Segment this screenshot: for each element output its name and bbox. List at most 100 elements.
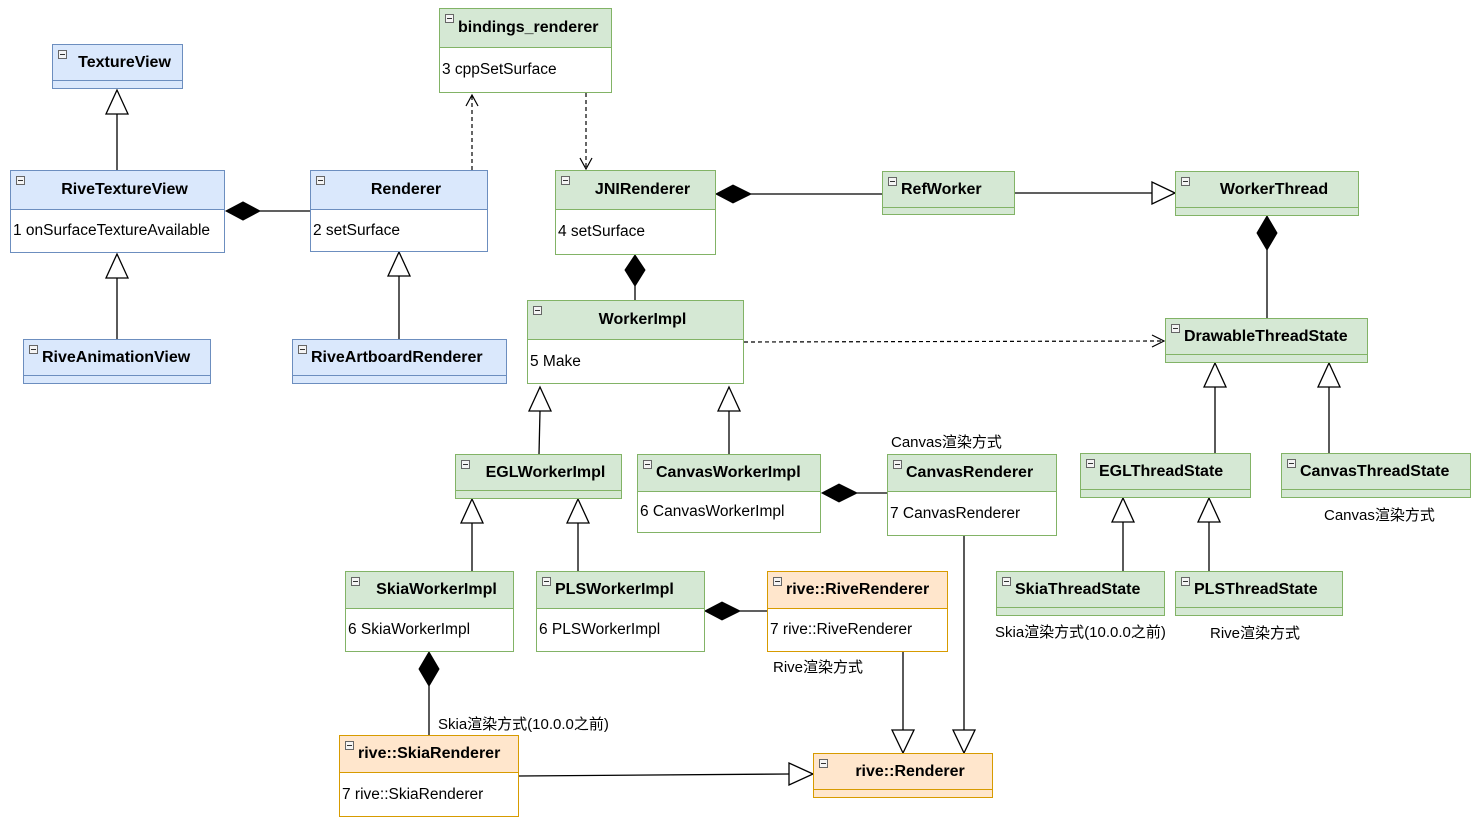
class-name: JNIRenderer (594, 180, 691, 198)
note-canvasthreadstate: Canvas渲染方式 (1324, 507, 1435, 524)
collapse-toggle-icon[interactable] (1181, 177, 1190, 186)
class-riveartboardrenderer[interactable]: RiveArtboardRenderer (292, 339, 507, 384)
class-name: WorkerImpl (598, 310, 687, 328)
collapse-toggle-icon[interactable] (888, 177, 897, 186)
collapse-toggle-icon[interactable] (819, 759, 828, 768)
triangle-drawablethreadstate-left (1202, 361, 1228, 388)
class-eglworkerimpl[interactable]: EGLWorkerImpl (455, 454, 622, 499)
class-method: 2 setSurface (311, 209, 487, 251)
class-name: PLSThreadState (1194, 580, 1318, 598)
class-plsworkerimpl[interactable]: PLSWorkerImpl 6 PLSWorkerImpl (536, 571, 705, 652)
collapse-toggle-icon[interactable] (351, 577, 360, 586)
class-canvasthreadstate[interactable]: CanvasThreadState (1281, 453, 1471, 498)
collapse-toggle-icon[interactable] (893, 460, 902, 469)
triangle-textureview (104, 88, 130, 115)
class-name: rive::SkiaRenderer (358, 744, 501, 762)
class-divider (883, 207, 1014, 208)
triangle-drawablethreadstate-right (1316, 361, 1342, 388)
class-name: CanvasRenderer (906, 463, 1034, 481)
class-name: rive::RiveRenderer (786, 580, 930, 598)
class-method: 7 rive::SkiaRenderer (340, 772, 518, 816)
collapse-toggle-icon[interactable] (58, 50, 67, 59)
class-divider (1282, 489, 1470, 490)
collapse-toggle-icon[interactable] (533, 306, 542, 315)
diamond-canvasworkerimpl (820, 483, 859, 503)
collapse-toggle-icon[interactable] (542, 577, 551, 586)
class-eglthreadstate[interactable]: EGLThreadState (1080, 453, 1251, 498)
collapse-toggle-icon[interactable] (16, 176, 25, 185)
note-skiarenderer: Skia渲染方式(10.0.0之前) (438, 716, 609, 733)
triangle-renderer (386, 250, 412, 277)
collapse-toggle-icon[interactable] (1287, 459, 1296, 468)
class-method: 5 Make (528, 339, 743, 383)
class-divider (24, 375, 210, 376)
class-workerimpl[interactable]: WorkerImpl 5 Make (527, 300, 744, 384)
collapse-toggle-icon[interactable] (773, 577, 782, 586)
class-rive-skiarenderer[interactable]: rive::SkiaRenderer 7 rive::SkiaRenderer (339, 735, 519, 817)
note-canvasrenderer: Canvas渲染方式 (891, 434, 1002, 451)
class-divider (53, 80, 182, 81)
triangle-eglworkerimpl-right (565, 497, 591, 524)
note-riverenderer: Rive渲染方式 (773, 659, 864, 676)
class-plsthreadstate[interactable]: PLSThreadState (1175, 571, 1343, 616)
triangle-workerimpl-left (527, 385, 553, 412)
triangle-workerthread (1151, 180, 1177, 206)
collapse-toggle-icon[interactable] (461, 460, 470, 469)
class-skiathreadstate[interactable]: SkiaThreadState (996, 571, 1165, 616)
collapse-toggle-icon[interactable] (345, 741, 354, 750)
collapse-toggle-icon[interactable] (445, 14, 454, 23)
collapse-toggle-icon[interactable] (561, 176, 570, 185)
class-workerthread[interactable]: WorkerThread (1175, 171, 1359, 216)
diamond-rivetextureview (224, 201, 262, 221)
triangle-riverenderer-base-mid (890, 729, 916, 755)
class-riveanimationview[interactable]: RiveAnimationView (23, 339, 211, 384)
class-refworker[interactable]: RefWorker (882, 171, 1015, 215)
class-divider (456, 490, 621, 491)
collapse-toggle-icon[interactable] (298, 345, 307, 354)
collapse-toggle-icon[interactable] (643, 460, 652, 469)
triangle-riverenderer-base-right (951, 729, 977, 755)
collapse-toggle-icon[interactable] (1086, 459, 1095, 468)
diamond-jnirenderer (714, 184, 753, 204)
class-divider (293, 375, 506, 376)
class-rive-riverenderer[interactable]: rive::RiveRenderer 7 rive::RiveRenderer (767, 571, 948, 652)
class-name: CanvasThreadState (1300, 462, 1450, 480)
collapse-toggle-icon[interactable] (29, 345, 38, 354)
class-renderer[interactable]: Renderer 2 setSurface (310, 170, 488, 252)
collapse-toggle-icon[interactable] (1181, 577, 1190, 586)
class-rivetextureview[interactable]: RiveTextureView 1 onSurfaceTextureAvaila… (10, 170, 225, 253)
class-skiaworkerimpl[interactable]: SkiaWorkerImpl 6 SkiaWorkerImpl (345, 571, 514, 652)
class-divider (1081, 489, 1250, 490)
class-name: WorkerThread (1219, 180, 1329, 198)
class-name: Renderer (370, 180, 442, 198)
class-name: RefWorker (901, 180, 982, 198)
edge-workerimpl-drawablethreadstate (743, 340, 1163, 343)
class-method: 7 CanvasRenderer (888, 491, 1056, 535)
arrowhead-to-jnirenderer (579, 157, 593, 171)
collapse-toggle-icon[interactable] (1002, 577, 1011, 586)
triangle-rivetextureview (104, 252, 130, 279)
class-method: 3 cppSetSurface (440, 47, 611, 92)
class-name: EGLWorkerImpl (485, 463, 606, 481)
collapse-toggle-icon[interactable] (1171, 324, 1180, 333)
diamond-skiaworkerimpl (418, 651, 440, 687)
class-method: 4 setSurface (556, 209, 715, 254)
class-name: DrawableThreadState (1184, 327, 1348, 345)
class-name: RiveArtboardRenderer (311, 348, 483, 366)
class-name: rive::Renderer (855, 762, 965, 780)
class-rive-renderer[interactable]: rive::Renderer (813, 753, 993, 798)
class-drawablethreadstate[interactable]: DrawableThreadState (1165, 318, 1368, 363)
class-canvasrenderer[interactable]: CanvasRenderer 7 CanvasRenderer (887, 454, 1057, 536)
class-name: CanvasWorkerImpl (656, 463, 801, 481)
arrowhead-to-bindings (465, 93, 479, 107)
class-bindings-renderer[interactable]: bindings_renderer 3 cppSetSurface (439, 8, 612, 93)
collapse-toggle-icon[interactable] (316, 176, 325, 185)
class-textureview[interactable]: TextureView (52, 44, 183, 89)
class-jnirenderer[interactable]: JNIRenderer 4 setSurface (555, 170, 716, 255)
triangle-eglworkerimpl-left (459, 497, 485, 524)
note-plsthreadstate: Rive渲染方式 (1210, 625, 1301, 642)
class-divider (997, 607, 1164, 608)
class-canvasworkerimpl[interactable]: CanvasWorkerImpl 6 CanvasWorkerImpl (637, 454, 821, 533)
class-divider (1166, 354, 1367, 355)
